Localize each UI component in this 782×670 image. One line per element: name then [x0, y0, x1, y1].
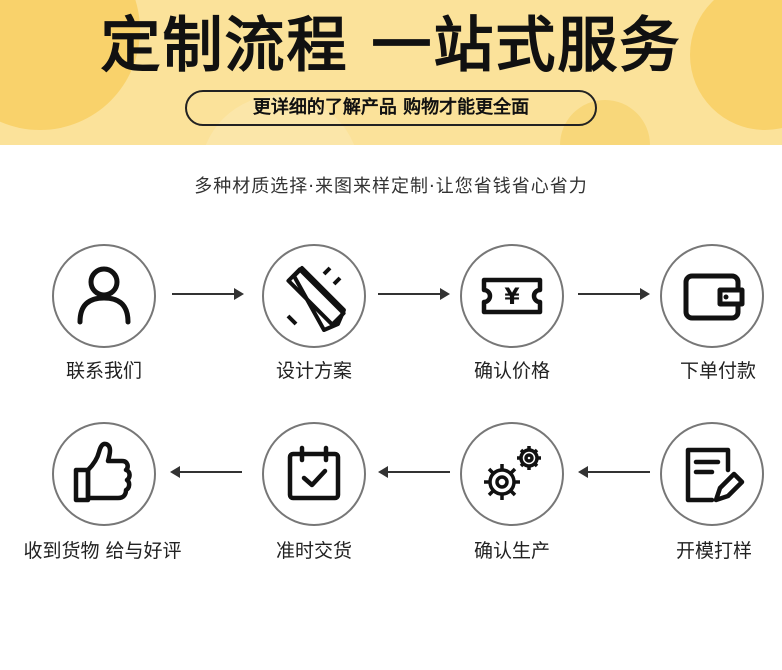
- step-circle-design: [262, 244, 366, 348]
- arrow-right-icon: [578, 288, 650, 300]
- gears-icon: [484, 446, 541, 500]
- pencil-ruler-icon: [286, 266, 346, 332]
- svg-text:¥: ¥: [504, 285, 520, 310]
- step-label: 开模打样: [675, 540, 752, 562]
- arrow-left-icon: [578, 466, 650, 478]
- step-label: 确认价格: [473, 360, 550, 382]
- step-circle-contact: [52, 244, 156, 348]
- step-circle-pay: [660, 244, 764, 348]
- step-label: 收到货物 给与好评: [23, 540, 182, 562]
- arrow-right-icon: [378, 288, 450, 300]
- arrow-left-icon: [378, 466, 450, 478]
- step-circle-sample: [660, 422, 764, 526]
- calendar-check-icon: [287, 445, 341, 501]
- wallet-icon: [683, 273, 745, 321]
- step-circle-production: [460, 422, 564, 526]
- yen-ticket-icon: ¥: [481, 277, 543, 315]
- page-title: 定制流程 一站式服务: [100, 11, 682, 81]
- step-label: 准时交货: [275, 540, 352, 562]
- user-icon: [77, 266, 131, 325]
- document-edit-icon: [685, 447, 745, 503]
- arrow-left-icon: [170, 466, 242, 478]
- subtitle-pill: 更详细的了解产品 购物才能更全面: [185, 90, 597, 126]
- step-label: 联系我们: [65, 360, 142, 382]
- step-label: 下单付款: [679, 360, 756, 382]
- step-circle-delivery: [262, 422, 366, 526]
- arrow-right-icon: [172, 288, 244, 300]
- step-label: 确认生产: [473, 540, 550, 562]
- header-banner: 定制流程 一站式服务 更详细的了解产品 购物才能更全面: [0, 0, 782, 145]
- step-label: 设计方案: [275, 360, 352, 382]
- step-circle-price: ¥: [460, 244, 564, 348]
- tagline: 多种材质选择·来图来样定制·让您省钱省心省力: [194, 176, 588, 197]
- thumbs-up-icon: [73, 441, 132, 503]
- step-circle-review: [52, 422, 156, 526]
